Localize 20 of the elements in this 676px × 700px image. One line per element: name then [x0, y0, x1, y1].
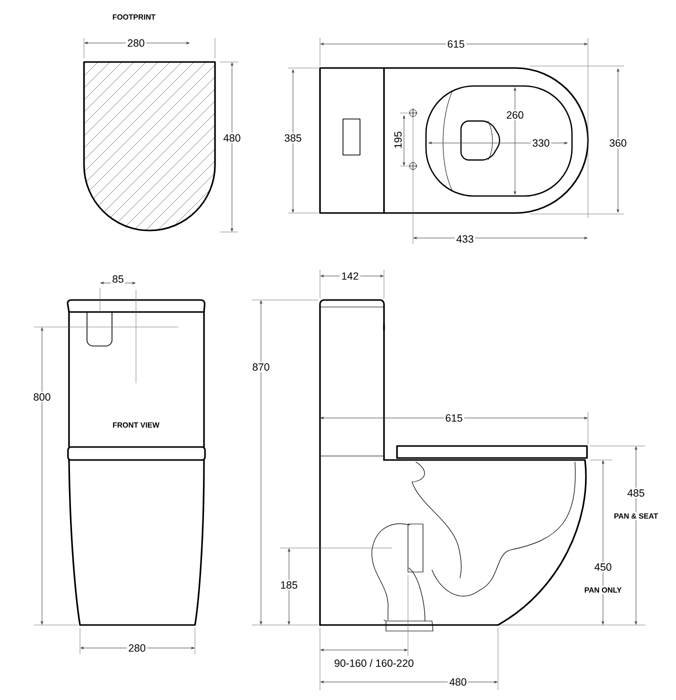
dimension-value: 870 [250, 362, 272, 372]
dimension-value: 615 [446, 38, 466, 50]
dimension-value: 360 [608, 138, 628, 148]
dimension-value: 450 [592, 562, 614, 572]
dimension-value: 85 [110, 274, 126, 284]
dimension-value: 433 [454, 234, 476, 244]
dimension-value: 485 [626, 488, 646, 498]
dimension-value: 185 [278, 580, 300, 590]
dimension-value: 260 [504, 110, 526, 120]
dimension-value: 280 [126, 38, 146, 48]
dimension-value: 90-160 / 160-220 [332, 658, 416, 668]
dimension-value: 280 [126, 642, 148, 654]
dimension-value: 480 [448, 676, 468, 688]
dimension-value: 615 [444, 412, 464, 424]
dimension-value: 800 [32, 392, 52, 402]
dimension-value: 330 [530, 138, 552, 148]
dimension-value: 480 [222, 132, 242, 144]
dimension-value: 385 [282, 132, 304, 144]
dimension-value: 142 [340, 270, 360, 282]
dimension-value: 195 [392, 130, 404, 150]
